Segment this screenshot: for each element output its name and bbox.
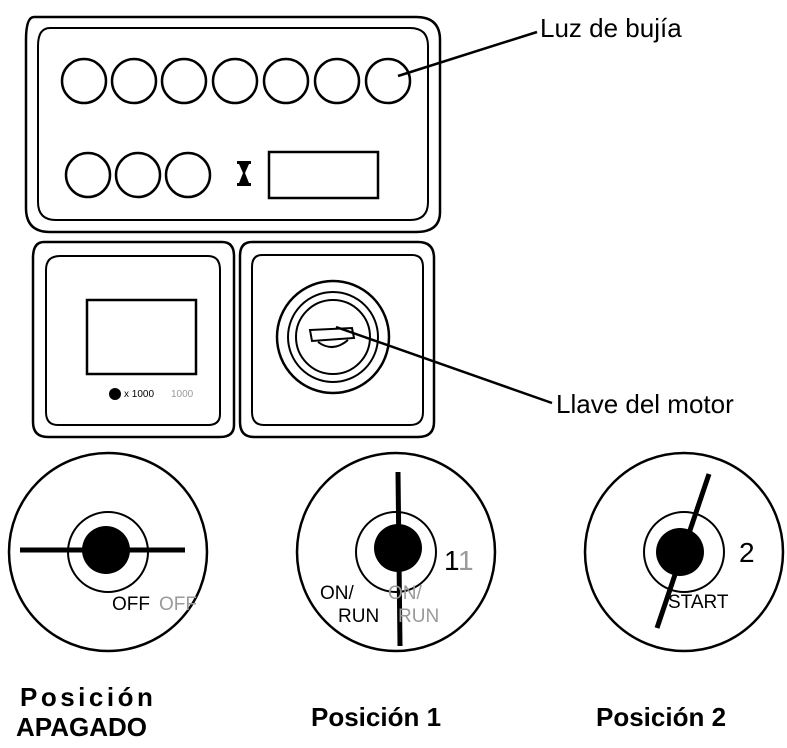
- start-label: START: [668, 592, 729, 613]
- glow-plug-light: [364, 57, 412, 105]
- position-1-number: 1: [444, 545, 460, 576]
- caption-position-off-line1: Posición: [20, 682, 157, 712]
- off-label: OFF: [112, 594, 150, 615]
- key-hub: [374, 524, 422, 572]
- callout-lines: [335, 30, 553, 405]
- caption-position-2: Posición 2: [596, 702, 727, 732]
- engine-key-callout-label: Llave del motor: [556, 389, 734, 419]
- hour-meter-display: [85, 298, 198, 376]
- run-label-ghost: RUN: [398, 606, 439, 627]
- caption-position-1: Posición 1: [311, 702, 442, 732]
- engine-key-callout-line: [335, 325, 553, 405]
- key-position-off: OFF OFF: [7, 451, 209, 653]
- indicator-light: [110, 57, 158, 105]
- caption-position-off-line2: APAGADO: [16, 712, 147, 742]
- hourglass-icon: [237, 161, 251, 186]
- key-hub: [82, 526, 130, 574]
- indicator-light: [114, 151, 162, 199]
- position-1-number-ghost: 1: [458, 545, 474, 576]
- on-label-ghost: ON/: [388, 583, 423, 604]
- key-position-2: 2 START: [583, 451, 785, 653]
- indicator-light: [60, 57, 108, 105]
- hour-meter-unit: x 1000: [124, 389, 154, 400]
- on-label: ON/: [320, 583, 355, 604]
- off-label-ghost: OFF: [159, 594, 197, 615]
- glow-plug-callout-line: [397, 30, 538, 78]
- key-position-1: 1 1 ON/ ON/ RUN RUN: [295, 451, 497, 653]
- indicator-light: [160, 57, 208, 105]
- key-switch-module: [238, 240, 436, 439]
- glow-plug-callout-label: Luz de bujía: [540, 13, 682, 43]
- warning-light-panel: [24, 15, 442, 234]
- indicator-light: [164, 151, 212, 199]
- key-hub: [656, 528, 704, 576]
- indicator-light: [64, 151, 112, 199]
- hour-meter-module: [31, 240, 236, 439]
- indicator-light: [262, 57, 310, 105]
- position-2-number: 2: [739, 537, 755, 568]
- hour-meter-unit-ghost: 1000: [171, 389, 194, 400]
- indicator-light: [313, 57, 361, 105]
- display-window: [267, 150, 380, 200]
- hour-meter-icon: [109, 388, 121, 400]
- indicator-light: [211, 57, 259, 105]
- run-label: RUN: [338, 606, 379, 627]
